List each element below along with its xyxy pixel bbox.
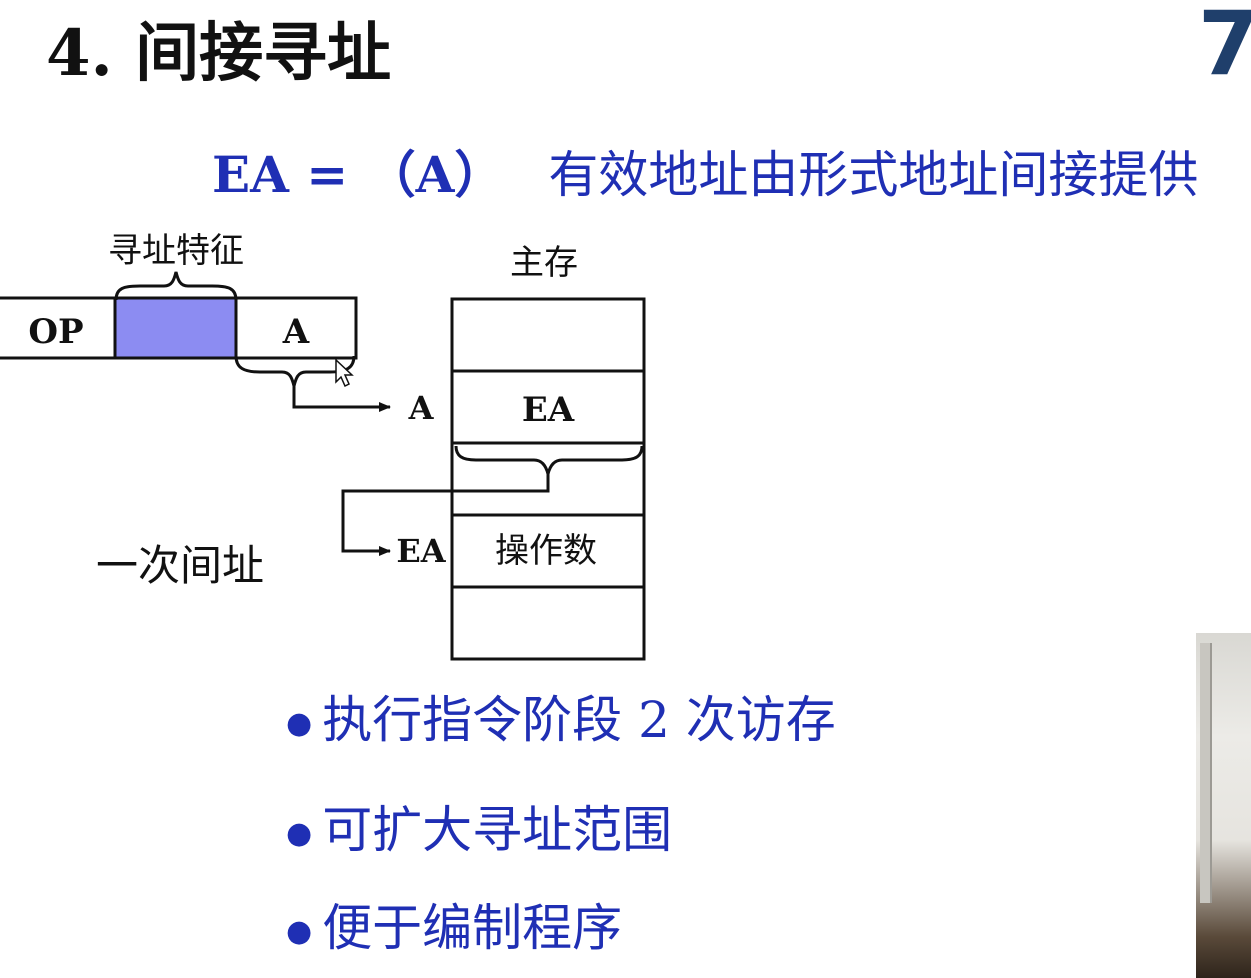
formula-description: 有效地址由形式地址间接提供 — [548, 146, 1199, 204]
bullet-item: ● 便于编制程序 — [286, 898, 622, 962]
memory-cell-operand: 操作数 — [495, 531, 597, 571]
slide-title: 4. 间接寻址 — [46, 16, 392, 91]
bullet-dot-icon: ● — [286, 914, 313, 949]
page-number: 7 — [1198, 0, 1251, 95]
arrow-to-operand — [341, 474, 550, 556]
arrow-to-a — [292, 386, 391, 412]
bullet-item: ● 执行指令阶段 2 次访存 — [286, 690, 836, 754]
bullet-text: 便于编制程序 — [322, 899, 623, 957]
mouse-cursor-icon — [335, 358, 354, 388]
bullet-item: ● 可扩大寻址范围 — [286, 800, 672, 864]
feature-label: 寻址特征 — [108, 231, 244, 271]
address-field-label: A — [282, 312, 310, 352]
op-field-label: OP — [28, 312, 83, 352]
memory-cell-ea: EA — [522, 390, 575, 430]
addressing-feature-field — [113, 296, 238, 360]
instruction-format: OP A — [0, 296, 358, 360]
bullet-dot-icon: ● — [286, 706, 313, 741]
arrow-ea-label: EA — [396, 532, 446, 570]
arrow-a-label: A — [408, 389, 435, 427]
presenter-video-thumbnail — [1196, 633, 1251, 978]
video-frame-edge — [1200, 643, 1212, 903]
formula-line: EA = （A） 有效地址由形式地址间接提供 — [212, 142, 1198, 208]
feature-brace — [114, 271, 238, 301]
diagram-caption: 一次间址 — [96, 541, 264, 590]
bullet-dot-icon: ● — [286, 816, 313, 851]
formula-equation: EA = （A） — [212, 145, 505, 204]
bullet-text: 执行指令阶段 2 次访存 — [322, 691, 836, 749]
bullet-text: 可扩大寻址范围 — [322, 801, 673, 859]
memory-label: 主存 — [510, 243, 578, 283]
